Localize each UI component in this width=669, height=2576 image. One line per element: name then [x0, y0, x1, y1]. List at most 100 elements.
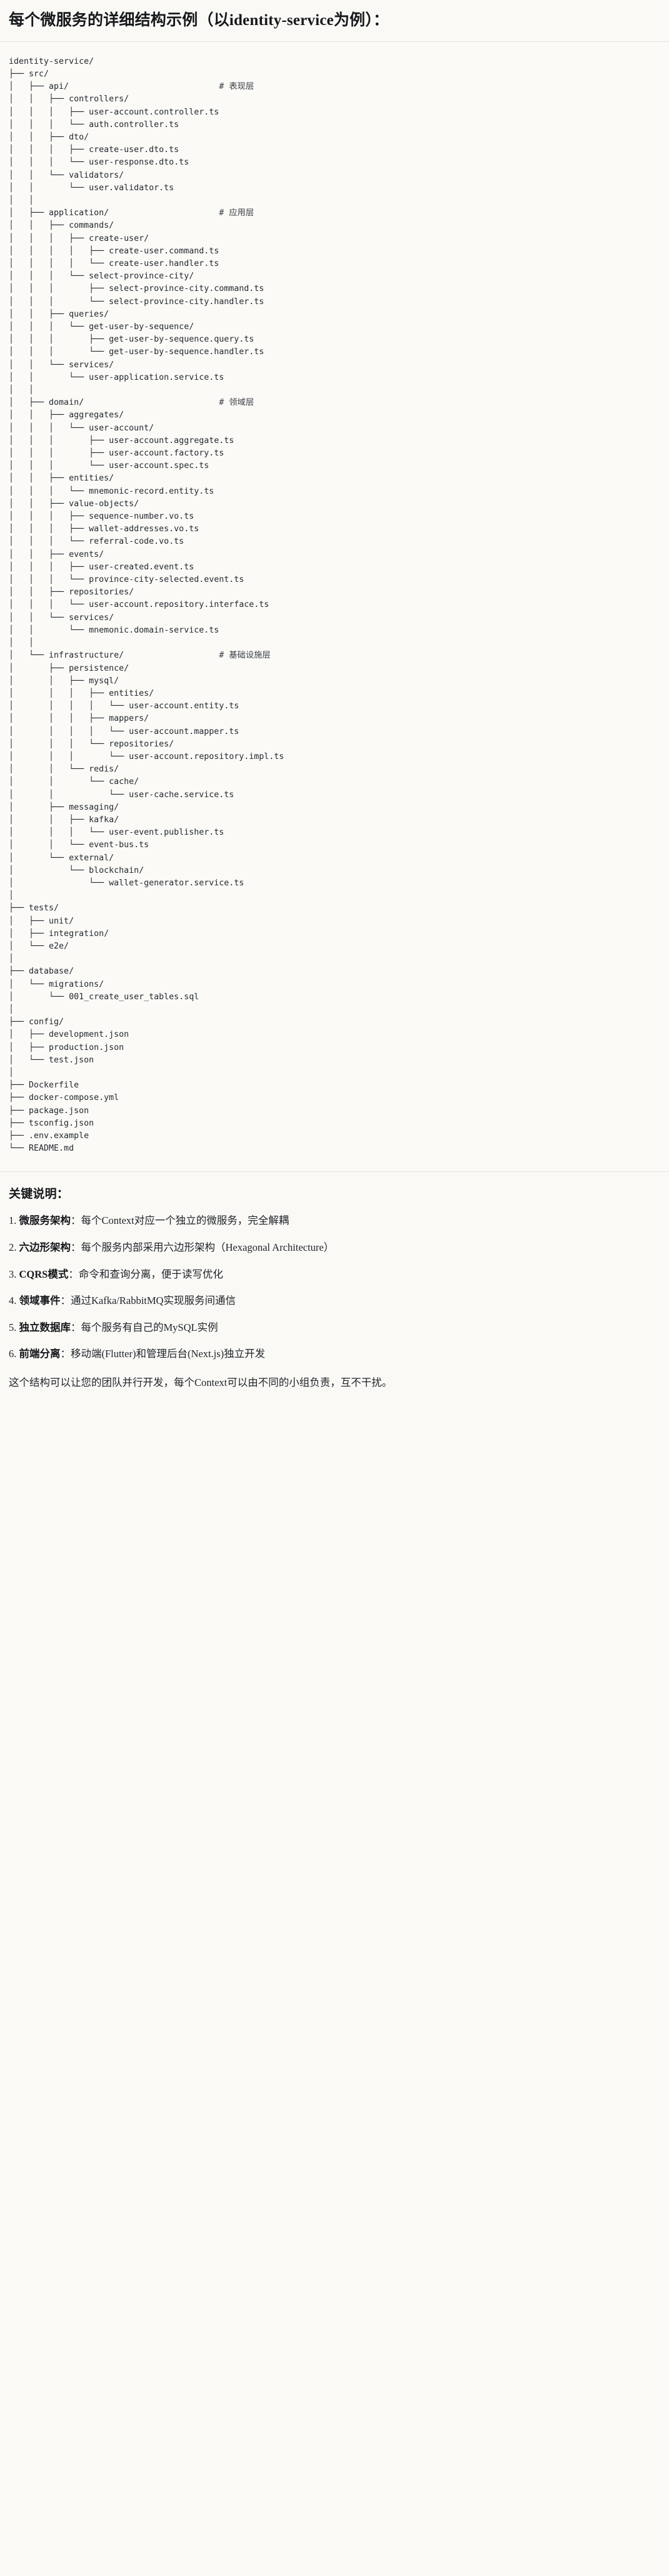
tree-line: │ │ │ ├── create-user/ — [9, 233, 149, 243]
tree-line: │ │ │ ├── user-account.aggregate.ts — [9, 435, 234, 445]
key-note-term: 微服务架构 — [19, 1214, 71, 1227]
document-page: 每个微服务的详细结构示例（以identity-service为例）： ident… — [0, 0, 669, 1406]
tree-line: ├── docker-compose.yml — [9, 1093, 119, 1103]
key-note-separator: ： — [68, 1268, 79, 1280]
tree-line: │ ├── unit/ — [9, 916, 74, 926]
key-note-term: 独立数据库 — [19, 1321, 71, 1333]
key-note-term: 六边形架构 — [19, 1241, 71, 1253]
tree-line: │ ├── application/ # 应用层 — [9, 208, 254, 218]
tree-line: │ │ │ └── select-province-city/ — [9, 272, 194, 282]
tree-line: │ │ ├── controllers/ — [9, 94, 129, 104]
tree-line: ├── src/ — [9, 69, 49, 79]
key-note-item: 独立数据库：每个服务有自己的MySQL实例 — [9, 1320, 660, 1336]
tree-line: │ │ │ └── user-account.repository.impl.t… — [9, 751, 284, 761]
tree-line: │ │ │ └── referral-code.vo.ts — [9, 537, 184, 547]
tree-line: │ ├── api/ # 表现层 — [9, 82, 254, 92]
tree-line: │ │ │ └── user-account.repository.interf… — [9, 600, 269, 610]
key-note-description: 每个服务有自己的MySQL实例 — [81, 1321, 218, 1333]
tree-line: │ │ │ └── get-user-by-sequence/ — [9, 322, 194, 332]
closing-paragraph: 这个结构可以让您的团队并行开发，每个Context可以由不同的小组负责，互不干扰… — [9, 1376, 393, 1388]
tree-line: │ ├── domain/ # 领域层 — [9, 398, 254, 408]
tree-line: ├── .env.example — [9, 1131, 89, 1141]
tree-line: │ │ │ ├── entities/ — [9, 688, 154, 698]
tree-line: │ │ │ └── user-event.publisher.ts — [9, 828, 224, 838]
tree-line: │ — [9, 1004, 14, 1014]
key-note-separator: ： — [71, 1241, 81, 1253]
tree-line: │ │ │ └── user-account/ — [9, 423, 154, 433]
tree-line: │ └── wallet-generator.service.ts — [9, 878, 244, 888]
tree-line: │ │ │ │ ├── create-user.command.ts — [9, 246, 219, 256]
tree-line: │ │ — [9, 195, 34, 205]
key-note-description: 每个Context对应一个独立的微服务，完全解耦 — [81, 1214, 289, 1227]
key-note-description: 通过Kafka/RabbitMQ实现服务间通信 — [71, 1295, 236, 1307]
tree-line: │ │ └── redis/ — [9, 765, 119, 775]
key-note-separator: ： — [60, 1348, 71, 1360]
tree-line: │ └── infrastructure/ # 基础设施层 — [9, 651, 271, 661]
tree-line: ├── package.json — [9, 1106, 89, 1116]
tree-line: │ │ │ └── province-city-selected.event.t… — [9, 575, 244, 585]
key-note-term: 领域事件 — [19, 1295, 61, 1307]
tree-line: │ │ ├── value-objects/ — [9, 499, 139, 509]
tree-line: │ │ │ │ └── create-user.handler.ts — [9, 259, 219, 268]
tree-line: │ │ ├── repositories/ — [9, 588, 134, 598]
tree-line: ├── database/ — [9, 967, 74, 977]
tree-line: │ ├── production.json — [9, 1042, 124, 1052]
tree-line: │ ├── development.json — [9, 1030, 129, 1040]
tree-line: │ │ │ ├── sequence-number.vo.ts — [9, 512, 194, 522]
tree-line: │ │ │ ├── create-user.dto.ts — [9, 145, 179, 155]
tree-line: │ │ — [9, 385, 34, 395]
tree-line: ├── tsconfig.json — [9, 1118, 94, 1128]
tree-line: │ │ │ ├── user-account.controller.ts — [9, 107, 219, 117]
tree-line: │ │ ├── kafka/ — [9, 815, 119, 825]
key-note-term: CQRS模式 — [19, 1268, 69, 1280]
tree-line: │ │ └── services/ — [9, 613, 114, 623]
tree-line: │ │ — [9, 638, 34, 648]
key-note-item: 领域事件：通过Kafka/RabbitMQ实现服务间通信 — [9, 1293, 660, 1309]
key-note-item: 微服务架构：每个Context对应一个独立的微服务，完全解耦 — [9, 1213, 660, 1229]
tree-line: │ │ ├── queries/ — [9, 309, 109, 319]
tree-line: │ — [9, 891, 14, 901]
tree-line-comment: # 基础设施层 — [219, 651, 271, 661]
tree-line: │ │ │ └── user-response.dto.ts — [9, 158, 189, 168]
key-note-description: 每个服务内部采用六边形架构（Hexagonal Architecture） — [81, 1241, 334, 1253]
divider-bottom — [0, 1171, 669, 1173]
tree-line: │ │ │ │ └── user-account.mapper.ts — [9, 726, 239, 736]
tree-line: │ │ ├── mysql/ — [9, 676, 119, 686]
tree-line: │ └── blockchain/ — [9, 865, 144, 875]
tree-line: └── README.md — [9, 1144, 74, 1154]
key-notes-section: 关键说明： 微服务架构：每个Context对应一个独立的微服务，完全解耦六边形架… — [0, 1172, 669, 1407]
divider-top — [0, 41, 669, 42]
key-note-item: 前端分离：移动端(Flutter)和管理后台(Next.js)独立开发 — [9, 1346, 660, 1362]
key-note-description: 移动端(Flutter)和管理后台(Next.js)独立开发 — [71, 1348, 266, 1360]
tree-line: │ │ └── user-cache.service.ts — [9, 790, 234, 800]
tree-line-comment: # 表现层 — [219, 82, 254, 92]
tree-line: │ │ └── user-application.service.ts — [9, 372, 224, 382]
tree-line: │ │ │ ├── user-created.event.ts — [9, 562, 194, 572]
tree-line: │ — [9, 1068, 14, 1077]
tree-line: │ │ └── mnemonic.domain-service.ts — [9, 625, 219, 635]
tree-line: │ │ └── validators/ — [9, 170, 124, 180]
tree-line: │ │ │ └── user-account.spec.ts — [9, 461, 209, 471]
tree-line: │ └── 001_create_user_tables.sql — [9, 992, 199, 1002]
tree-line: │ │ │ │ └── user-account.entity.ts — [9, 701, 239, 711]
directory-tree: identity-service/ ├── src/ │ ├── api/ # 表现… — [9, 56, 660, 1156]
tree-line: │ ├── integration/ — [9, 929, 109, 939]
tree-line: │ │ ├── events/ — [9, 549, 104, 559]
page-title: 每个微服务的详细结构示例（以identity-service为例）： — [9, 12, 390, 29]
key-note-term: 前端分离 — [19, 1348, 61, 1360]
tree-line: │ │ ├── aggregates/ — [9, 410, 124, 420]
tree-line: │ │ │ └── mnemonic-record.entity.ts — [9, 486, 214, 496]
tree-line: │ └── test.json — [9, 1055, 94, 1065]
tree-line: │ │ │ ├── get-user-by-sequence.query.ts — [9, 335, 254, 345]
tree-line: identity-service/ — [9, 56, 94, 66]
tree-line: │ ├── persistence/ — [9, 663, 129, 673]
tree-line: │ │ ├── commands/ — [9, 221, 114, 231]
tree-line: │ │ │ └── select-province-city.handler.t… — [9, 297, 264, 307]
key-notes-title: 关键说明： — [9, 1188, 69, 1201]
tree-line-comment: # 领域层 — [219, 398, 254, 408]
tree-line: │ │ │ ├── wallet-addresses.vo.ts — [9, 524, 199, 534]
tree-line: │ └── migrations/ — [9, 979, 104, 989]
tree-line: │ │ └── cache/ — [9, 777, 139, 787]
tree-line-comment: # 应用层 — [219, 208, 254, 218]
tree-line: │ │ └── event-bus.ts — [9, 840, 149, 850]
